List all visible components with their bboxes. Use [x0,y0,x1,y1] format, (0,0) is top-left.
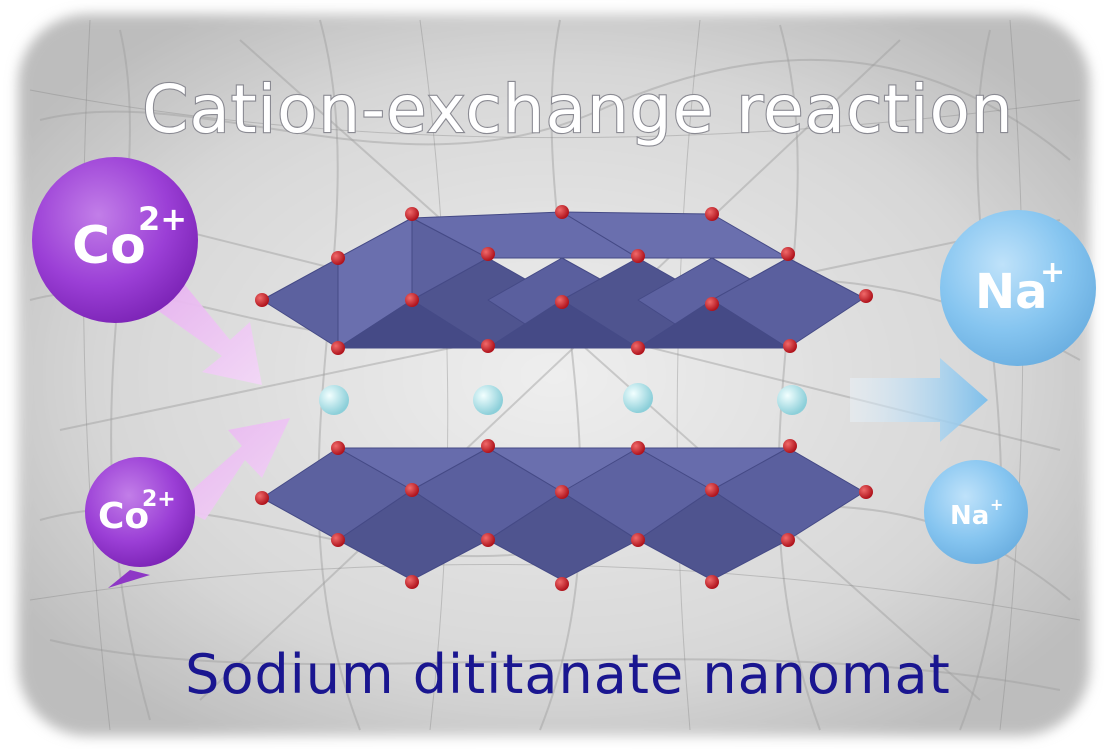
cobalt-ion-small: Co 2+ [85,457,195,588]
sodium-ion-large: Na + [940,210,1096,366]
diagram-title: Cation-exchange reaction [142,71,1013,148]
oxygen-atoms [255,205,873,591]
sodium-ion-large-element: Na [975,264,1048,320]
cobalt-ion-small-charge: 2+ [142,487,176,512]
cobalt-ion-small-element: Co [98,496,149,537]
sodium-ion-large-charge: + [1040,255,1065,290]
cobalt-ion-large-charge: 2+ [138,200,187,238]
interlayer-cations [319,383,807,415]
sodium-ion-small: Na + [924,460,1028,564]
diagram-caption: Sodium dititanate nanomat [185,643,951,706]
outgoing-arrow [850,358,988,442]
sodium-ion-small-element: Na [950,501,989,531]
cobalt-ion-large: Co 2+ [32,157,198,323]
octahedral-layer-bottom [261,447,865,581]
cobalt-ion-large-element: Co [72,216,146,276]
sodium-ion-small-charge: + [990,495,1003,514]
incoming-arrows [150,285,290,520]
